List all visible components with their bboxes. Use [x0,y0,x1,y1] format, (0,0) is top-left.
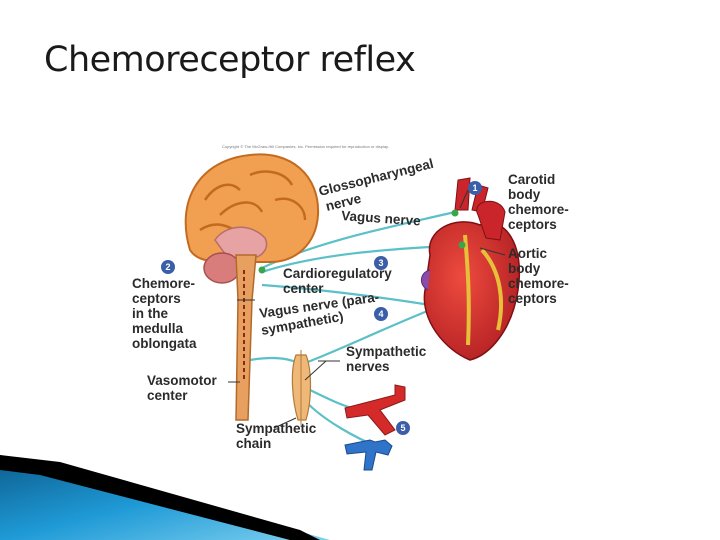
svg-text:center: center [147,388,188,403]
svg-text:chemore-: chemore- [508,276,569,291]
sympathetic-nerve-path-2 [299,308,431,367]
svg-text:Chemore-: Chemore- [132,276,195,291]
sympathetic-chain-label: Sympathetic chain [236,421,317,451]
svg-text:4: 4 [378,309,383,319]
artery [344,384,406,436]
sympathetic-nerves-label: Sympathetic nerves [346,344,427,374]
vasomotor-center-label: Vasomotor center [147,373,218,403]
svg-text:ceptors: ceptors [132,291,181,306]
svg-text:Sympathetic: Sympathetic [346,344,427,359]
vein [344,439,393,471]
svg-text:body: body [508,187,541,202]
svg-text:Aortic: Aortic [508,246,547,261]
slide-title: Chemoreceptor reflex [44,40,416,80]
svg-text:medulla: medulla [132,321,184,336]
marker-1: 1 [468,181,482,195]
carotid-receptor-dot [451,209,459,217]
heart [421,177,521,361]
svg-text:Sympathetic: Sympathetic [236,421,317,436]
svg-text:ceptors: ceptors [508,291,557,306]
aortic-body-label: Aortic body chemore- ceptors [508,246,569,306]
medulla-receptor-dot [258,266,266,274]
svg-text:Cardioregulatory: Cardioregulatory [283,266,392,281]
marker-3: 3 [374,256,388,270]
cardioregulatory-center-label: Cardioregulatory center [283,266,392,296]
marker-5: 5 [396,421,410,435]
spinal-cord [235,254,257,421]
svg-text:3: 3 [378,258,383,268]
svg-text:1: 1 [472,183,477,193]
svg-text:chemore-: chemore- [508,202,569,217]
brain [184,153,320,284]
svg-text:body: body [508,261,541,276]
sympathetic-chain [291,350,312,425]
svg-text:Vasomotor: Vasomotor [147,373,218,388]
svg-text:ceptors: ceptors [508,217,557,232]
svg-text:2: 2 [165,262,170,272]
svg-text:Carotid: Carotid [508,172,555,187]
vagus-parasympathetic-label: Vagus nerve (para- sympathetic) [258,289,380,338]
glossopharyngeal-nerve-label: Glossopharyngeal [317,156,435,199]
vagus-parasympathetic-path [261,283,431,307]
svg-text:nerves: nerves [346,359,390,374]
medulla-chemoreceptors-label: Chemore- ceptors in the medulla oblongat… [132,276,197,351]
carotid-body-label: Carotid body chemore- ceptors [508,172,569,232]
marker-2: 2 [161,260,175,274]
decorative-corner-bar [0,455,330,540]
svg-text:in the: in the [132,306,168,321]
svg-text:5: 5 [400,423,405,433]
pointer-lines [228,189,506,429]
svg-text:oblongata: oblongata [132,336,197,351]
svg-text:center: center [283,281,324,296]
vagus-nerve-label: Vagus nerve [341,208,422,229]
svg-text:chain: chain [236,436,271,451]
aortic-receptor-dot [458,241,466,249]
copyright-text: Copyright © The McGraw-Hill Companies, I… [222,144,389,149]
marker-4: 4 [374,307,388,321]
